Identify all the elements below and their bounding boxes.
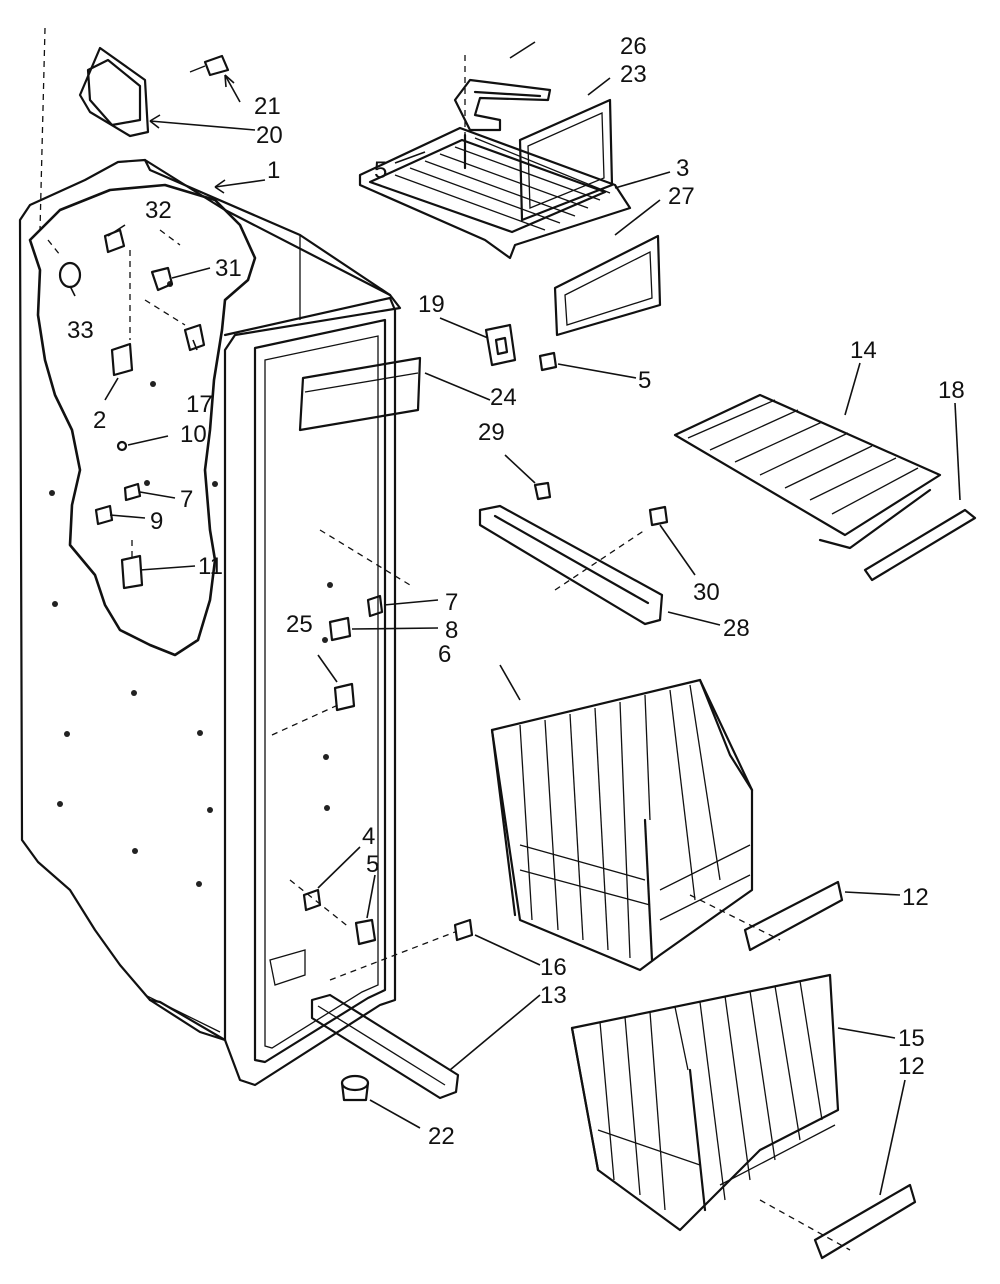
callout-4: 4 (362, 823, 375, 850)
callout-6: 6 (438, 641, 451, 668)
callout-27: 27 (668, 183, 695, 210)
callout-14: 14 (850, 337, 877, 364)
callout-33: 33 (67, 317, 94, 344)
lower-trim-parts (310, 918, 474, 1102)
callout-2: 2 (93, 407, 106, 434)
callout-10: 10 (180, 421, 207, 448)
callout-31: 31 (215, 255, 242, 282)
callout-7-left: 7 (180, 486, 193, 513)
callout-15: 15 (898, 1025, 925, 1052)
callout-26: 26 (620, 33, 647, 60)
callout-28: 28 (723, 615, 750, 642)
shelf-support-rail (478, 481, 669, 626)
callout-5-low: 5 (366, 851, 379, 878)
callout-17: 17 (186, 391, 213, 418)
callout-11: 11 (198, 553, 223, 580)
callout-30: 30 (693, 579, 720, 606)
freezer-liner (18, 27, 422, 1087)
callout-23: 23 (620, 61, 647, 88)
callout-5-mid: 5 (638, 367, 651, 394)
top-hinge-bracket (78, 46, 230, 138)
upper-basket (490, 678, 844, 972)
callout-9: 9 (150, 508, 163, 535)
callout-8: 8 (445, 617, 458, 644)
callout-25: 25 (286, 611, 313, 638)
callout-12-lower: 12 (898, 1053, 925, 1080)
callout-5-top: 5 (374, 157, 387, 184)
thermostat-part (484, 323, 558, 372)
lower-basket (570, 973, 917, 1260)
callout-21: 21 (254, 93, 281, 120)
callout-7-right: 7 (445, 589, 458, 616)
callout-12-upper: 12 (902, 884, 929, 911)
callout-18: 18 (938, 377, 965, 404)
leader-lines (69, 41, 961, 1196)
wire-shelf (673, 393, 977, 582)
callout-32: 32 (145, 197, 172, 224)
callout-24: 24 (490, 384, 517, 411)
callout-29: 29 (478, 419, 505, 446)
callout-1: 1 (267, 157, 280, 184)
callout-20: 20 (256, 122, 283, 149)
callout-22: 22 (428, 1123, 455, 1150)
callout-19: 19 (418, 291, 445, 318)
callout-16: 16 (540, 954, 567, 981)
callout-13: 13 (540, 982, 567, 1009)
callout-3: 3 (676, 155, 689, 182)
ice-maker-shelf (358, 55, 662, 337)
callout-labels: 1 20 21 32 31 33 2 17 10 7 9 11 26 23 5 … (67, 33, 965, 1150)
